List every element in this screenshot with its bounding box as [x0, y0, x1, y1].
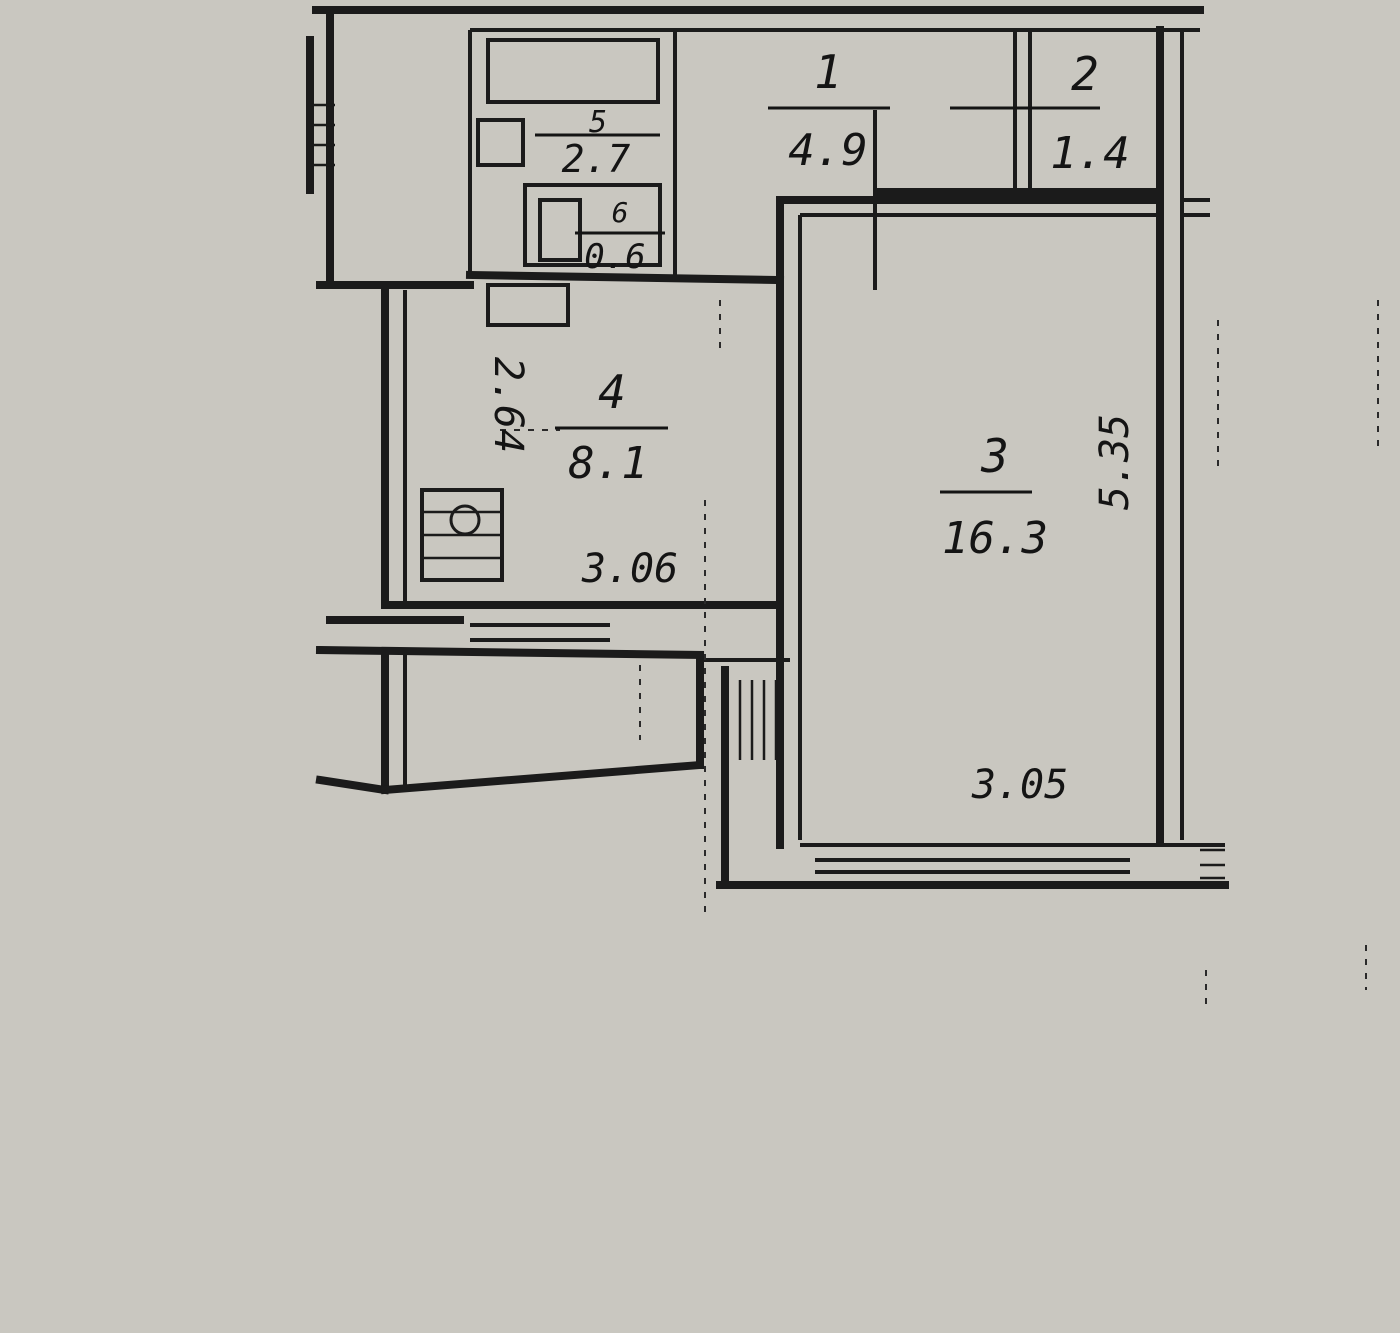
toilet-icon: [523, 183, 662, 267]
room-label-3: 3 16.3: [940, 429, 1048, 564]
bathtub-icon: [486, 38, 660, 104]
living-length-label: 5.35: [1092, 414, 1138, 510]
hatching: [310, 103, 1225, 880]
room-number: 1: [814, 45, 842, 99]
room-label-6: 6 0.6: [575, 196, 665, 277]
dimension-guides: [500, 300, 1379, 1010]
room-label-1: 1 4.9: [768, 45, 890, 176]
fixtures: [420, 38, 662, 582]
room-number: 4: [598, 365, 626, 419]
room-label-4: 4 8.1: [555, 365, 668, 489]
room-area: 0.6: [584, 237, 645, 277]
kitchen-width-label: 3.06: [581, 546, 678, 592]
room-area: 8.1: [568, 438, 647, 489]
vent-block-icon: [486, 283, 570, 327]
room-label-5: 5 2.7: [535, 105, 660, 181]
walls: [306, 6, 1229, 889]
room-area: 16.3: [942, 513, 1048, 564]
room-area: 1.4: [1050, 128, 1129, 179]
stove-icon: [420, 488, 504, 582]
room-number: 5: [589, 105, 607, 140]
room-area: 4.9: [788, 125, 867, 176]
living-width-label: 3.05: [971, 762, 1068, 808]
room-number: 2: [1071, 47, 1099, 101]
room-area: 2.7: [562, 137, 631, 181]
kitchen-depth-label: 2.64: [485, 357, 531, 453]
room-number: 3: [980, 429, 1009, 483]
room-number: 6: [612, 196, 629, 229]
room-label-2: 2 1.4: [950, 47, 1130, 179]
sink-icon: [476, 118, 525, 167]
